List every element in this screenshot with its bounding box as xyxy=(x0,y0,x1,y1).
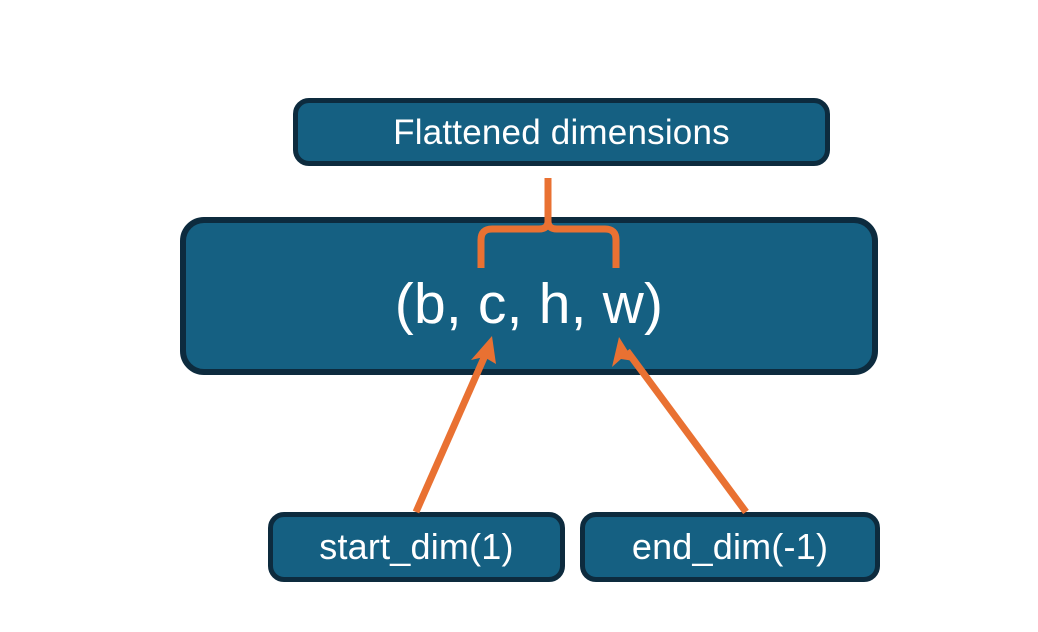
node-end-dim: end_dim(-1) xyxy=(580,512,880,582)
node-end-dim-label: end_dim(-1) xyxy=(631,526,829,567)
arrow-start-dim-line xyxy=(412,349,491,514)
node-start-dim: start_dim(1) xyxy=(268,512,565,582)
node-start-dim-label: start_dim(1) xyxy=(319,526,514,567)
arrow-end-dim-line xyxy=(624,348,749,515)
node-tensor-shape-tuple-label: (b, c, h, w) xyxy=(394,271,664,336)
node-tensor-shape-tuple: (b, c, h, w) xyxy=(180,217,878,375)
node-flattened-dimensions-label: Flattened dimensions xyxy=(393,112,730,152)
node-flattened-dimensions: Flattened dimensions xyxy=(293,98,830,166)
